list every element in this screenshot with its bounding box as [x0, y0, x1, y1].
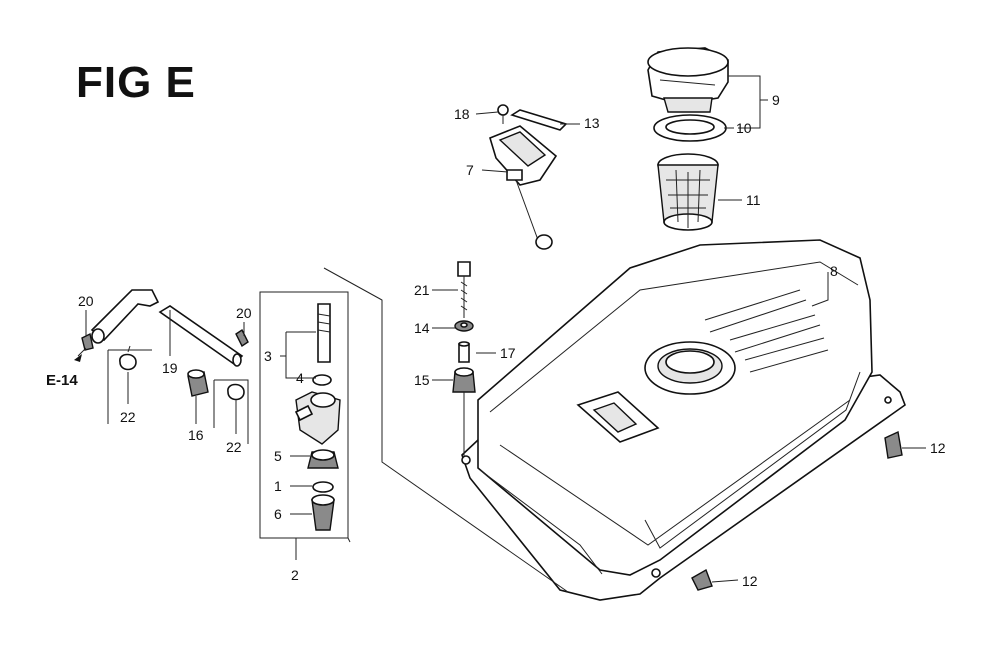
- callout-17: 17: [500, 345, 516, 361]
- fuel-gauge[interactable]: [489, 125, 558, 250]
- callout-13: 13: [584, 115, 600, 131]
- callout-5: 5: [274, 448, 282, 464]
- figure-title: FIG E: [76, 58, 196, 107]
- leader-lines: [74, 75, 926, 593]
- screw-18[interactable]: [497, 104, 509, 124]
- callout-19: 19: [162, 360, 178, 376]
- cap-gasket[interactable]: [653, 114, 727, 142]
- callout-22-left: 22: [120, 409, 136, 425]
- callout-4: 4: [296, 370, 304, 386]
- strainer-cup[interactable]: [187, 369, 209, 397]
- fuel-tank[interactable]: [461, 239, 906, 601]
- fuel-tube-bend[interactable]: [90, 289, 160, 344]
- callout-6: 6: [274, 506, 282, 522]
- callout-14: 14: [414, 320, 430, 336]
- callout-9: 9: [772, 92, 780, 108]
- callout-11: 11: [746, 192, 761, 208]
- callout-1: 1: [274, 478, 282, 494]
- callout-18: 18: [454, 106, 470, 122]
- callout-21: 21: [414, 282, 430, 298]
- tube-clip-right[interactable]: [235, 328, 249, 348]
- fuel-cap[interactable]: [647, 47, 729, 113]
- callout-10: 10: [736, 120, 752, 136]
- tube-clamp-right[interactable]: [227, 383, 245, 401]
- fuel-tube[interactable]: [158, 305, 244, 367]
- callout-22-right: 22: [226, 439, 242, 455]
- fuel-cock-assembly[interactable]: [259, 291, 349, 539]
- ref-label-e14: E-14: [46, 372, 78, 389]
- callouts: 9 10 11 13 18 7 8 21 14 17 15 12 12 3 4 …: [46, 92, 946, 589]
- callout-3: 3: [264, 348, 272, 364]
- clip-12-right[interactable]: [884, 430, 903, 459]
- callout-20-right: 20: [236, 305, 252, 321]
- tube-clip-left[interactable]: [81, 332, 94, 351]
- flange-bolt[interactable]: [457, 261, 471, 318]
- tube-clamp-left[interactable]: [119, 345, 137, 371]
- collar[interactable]: [458, 341, 470, 363]
- callout-15: 15: [414, 372, 430, 388]
- callout-7: 7: [466, 162, 474, 178]
- clip-12-bottom[interactable]: [691, 568, 713, 591]
- callout-12-bottom: 12: [742, 573, 758, 589]
- mount-rubber[interactable]: [452, 367, 476, 393]
- fuel-strainer[interactable]: [657, 153, 719, 231]
- callout-20-left: 20: [78, 293, 94, 309]
- callout-16: 16: [188, 427, 204, 443]
- callout-8: 8: [830, 263, 838, 279]
- callout-2: 2: [291, 567, 299, 583]
- washer[interactable]: [454, 320, 474, 332]
- callout-12-right: 12: [930, 440, 946, 456]
